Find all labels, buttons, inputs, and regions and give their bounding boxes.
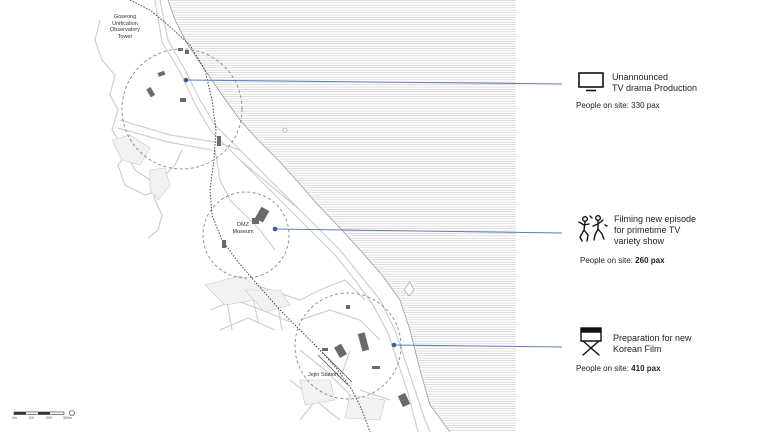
label-jejin-station: Jejin Station — [308, 372, 338, 378]
site-2-title: Filming new episode for primetime TV var… — [614, 214, 754, 247]
terrain-blocks — [111, 134, 386, 421]
label-dmz-line-1: DMZ — [237, 222, 249, 228]
leader-lines — [185, 79, 563, 348]
site-3-people-value: 410 pax — [631, 364, 661, 373]
scale-label-0: 0m — [12, 416, 17, 420]
land-features — [94, 0, 431, 432]
label-dmz-line-2: Museum — [232, 228, 254, 235]
site-2-people: People on site: 260 pax — [580, 256, 750, 266]
site-3-radius — [294, 292, 402, 400]
label-goseong-line-4: Tower — [117, 33, 133, 40]
buildings — [146, 48, 411, 408]
site-1-people-value: 330 pax — [631, 101, 660, 110]
director-chair-icon — [578, 326, 604, 361]
site-markers[interactable] — [183, 77, 397, 348]
label-goseong-observatory: Goseong Unification Observatory Tower — [100, 14, 150, 40]
scale-bar — [13, 410, 75, 416]
scale-label-3: 500m — [63, 416, 72, 420]
site-1-people: People on site: 330 pax — [576, 101, 746, 111]
label-goseong-line-1: Goseong — [113, 14, 137, 20]
label-goseong-line-3: Observatory — [110, 27, 140, 33]
scale-label-2: 200 — [45, 416, 52, 420]
site-1-title-line-1: Unannounced — [612, 72, 669, 82]
site-1-title: Unannounced TV drama Production — [612, 72, 752, 94]
site-3-people: People on site: 410 pax — [576, 364, 746, 374]
site-3-people-label: People on site: — [576, 364, 629, 373]
scale-bar-labels: 0m 100 200 500m — [12, 416, 72, 420]
site-3-title-line-2: Korean Film — [613, 344, 662, 354]
site-1-people-label: People on site: — [576, 101, 629, 110]
site-3-marker — [391, 342, 397, 348]
site-1-radius — [121, 48, 243, 170]
site-2-marker — [272, 226, 278, 232]
site-2-radius — [202, 191, 290, 279]
label-dmz-museum: DMZ Museum — [230, 222, 256, 235]
sea-area — [167, 0, 516, 432]
station-platforms — [317, 351, 353, 386]
label-goseong-line-2: Unification — [112, 20, 138, 27]
site-2-people-label: People on site: — [580, 256, 633, 265]
site-2-title-line-3: variety show — [614, 236, 665, 246]
site-2-people-value: 260 pax — [635, 256, 665, 265]
railway — [129, 0, 371, 432]
site-1-marker — [183, 77, 189, 83]
site-3-title-line-1: Preparation for new — [613, 333, 692, 343]
tv-icon — [578, 72, 604, 97]
site-2-title-line-2: for primetime TV — [614, 225, 681, 235]
site-1-title-line-2: TV drama Production — [612, 83, 698, 93]
dancers-icon — [576, 213, 608, 250]
site-3-title: Preparation for new Korean Film — [613, 333, 753, 355]
scale-label-1: 100 — [28, 416, 35, 420]
site-2-title-line-1: Filming new episode — [614, 214, 697, 224]
site-radius-circles — [121, 48, 402, 400]
